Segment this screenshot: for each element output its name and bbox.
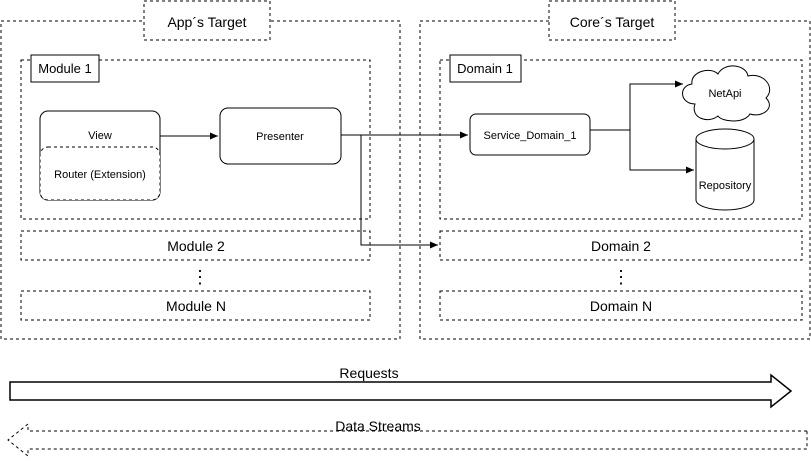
- repository-label: Repository: [699, 180, 752, 192]
- repository-database-icon: [695, 128, 755, 211]
- router-extension-box: [39, 146, 161, 201]
- service-domain-1-box: [469, 113, 591, 156]
- core-target-title-box: [548, 0, 676, 41]
- module-n-box: [20, 290, 371, 321]
- data-streams-flow: Data Streams: [7, 418, 808, 458]
- module-ellipsis: ⋮: [191, 267, 209, 287]
- service-to-netapi-arrow: [590, 80, 683, 131]
- view-label: View: [88, 130, 112, 142]
- module-2-box: [20, 230, 371, 261]
- service-to-repository-arrow: [629, 130, 694, 174]
- requests-arrow: [9, 373, 793, 409]
- domain-2-box: [439, 230, 803, 261]
- requests-flow: Requests: [9, 365, 793, 409]
- presenter-to-domain-2-arrow: [360, 135, 438, 249]
- module-1-label: Module 1: [38, 61, 91, 76]
- domain-1-label: Domain 1: [457, 61, 513, 76]
- app-target-group: App´s Target Module 1 View Router (Exten…: [0, 0, 401, 340]
- module-2-label: Module 2: [167, 238, 225, 254]
- app-target-title: App´s Target: [167, 14, 246, 30]
- netapi-cloud-shape: [682, 65, 771, 122]
- netapi-label: NetApi: [708, 88, 741, 100]
- module-n-label: Module N: [166, 298, 226, 314]
- domain-2-label: Domain 2: [591, 238, 651, 254]
- domain-n-box: [439, 290, 803, 321]
- presenter-label: Presenter: [256, 131, 304, 143]
- domain-n-label: Domain N: [590, 298, 652, 314]
- module-1-label-box: [30, 54, 100, 83]
- router-extension-label: Router (Extension): [54, 169, 146, 181]
- connectors: [160, 80, 694, 249]
- requests-label: Requests: [339, 365, 398, 381]
- presenter-box: [219, 107, 342, 165]
- data-streams-label: Data Streams: [335, 418, 421, 434]
- core-target-title: Core´s Target: [570, 14, 655, 30]
- app-target-title-box: [143, 0, 271, 41]
- data-streams-arrow: [7, 422, 808, 458]
- domain-1-label-box: [449, 54, 522, 83]
- service-domain-1-label: Service_Domain_1: [484, 130, 577, 142]
- domain-1-container: [439, 59, 803, 220]
- core-target-group: Core´s Target Domain 1 Service_Domain_1 …: [419, 0, 811, 340]
- module-1-container: [20, 59, 371, 220]
- domain-ellipsis: ⋮: [612, 267, 630, 287]
